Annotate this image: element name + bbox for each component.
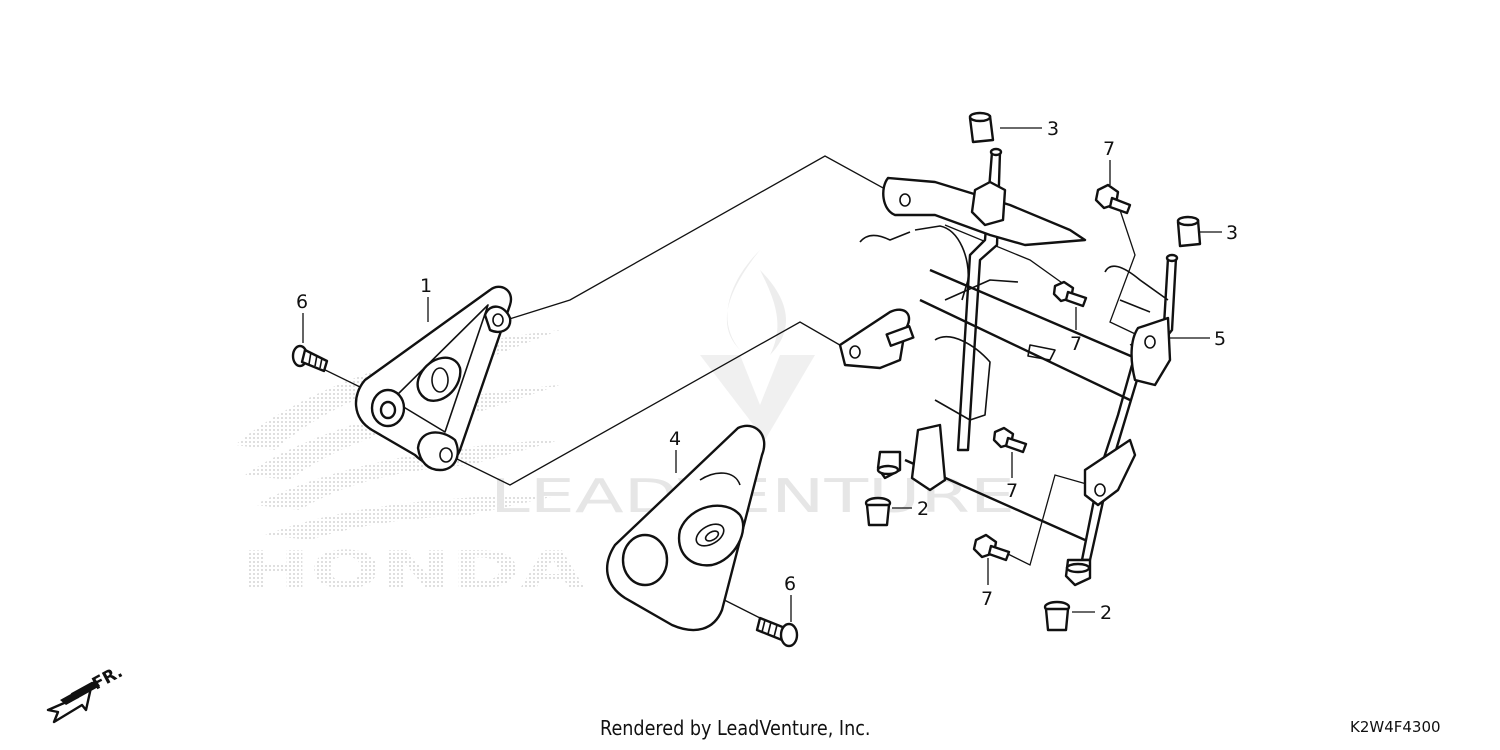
part-7-bolt-lower-mid [992, 426, 1028, 454]
diagram-code: K2W4F4300 [1350, 718, 1441, 736]
callout-3-right: 3 [1226, 222, 1238, 244]
callout-7-lower-mid: 7 [1006, 480, 1018, 502]
part-6-bolt-lower [755, 616, 799, 648]
part-3-collar-top [968, 111, 995, 144]
callout-5: 5 [1214, 328, 1226, 350]
callout-leaders [302, 127, 1222, 622]
callout-2-left: 2 [917, 498, 929, 520]
part-7-bolt-top [1094, 183, 1132, 215]
callout-6-lower: 6 [784, 573, 796, 595]
callout-2-right: 2 [1100, 602, 1112, 624]
callout-7-top: 7 [1103, 138, 1115, 160]
part-7-bolt-upper-mid [1052, 280, 1088, 308]
part-7-bolt-bottom [972, 533, 1011, 562]
part-3-collar-right [1176, 215, 1202, 248]
callout-7-upper-mid: 7 [1070, 333, 1082, 355]
leadventure-flame-logo [700, 250, 815, 440]
callout-1: 1 [420, 275, 432, 297]
part-4-cover [606, 424, 766, 632]
callout-6-upper: 6 [296, 291, 308, 313]
callout-3-top: 3 [1047, 118, 1059, 140]
callout-7-bottom: 7 [981, 588, 993, 610]
part-6-bolt-upper [291, 344, 329, 373]
part-2-grommet-right [1043, 600, 1071, 632]
honda-watermark-text: HONDA [240, 541, 585, 601]
callout-4: 4 [669, 428, 681, 450]
rendered-by-credit: Rendered by LeadVenture, Inc. [600, 716, 871, 740]
callout-labels: 1 2 2 3 3 4 5 6 6 7 7 7 7 [296, 118, 1238, 624]
front-direction-label: FR. [89, 662, 126, 694]
front-direction-arrow: FR. [46, 662, 126, 724]
part-2-grommet-left [864, 496, 892, 527]
part-1-triangle-bracket [354, 285, 513, 472]
part-5-stay-frame [838, 147, 1179, 587]
